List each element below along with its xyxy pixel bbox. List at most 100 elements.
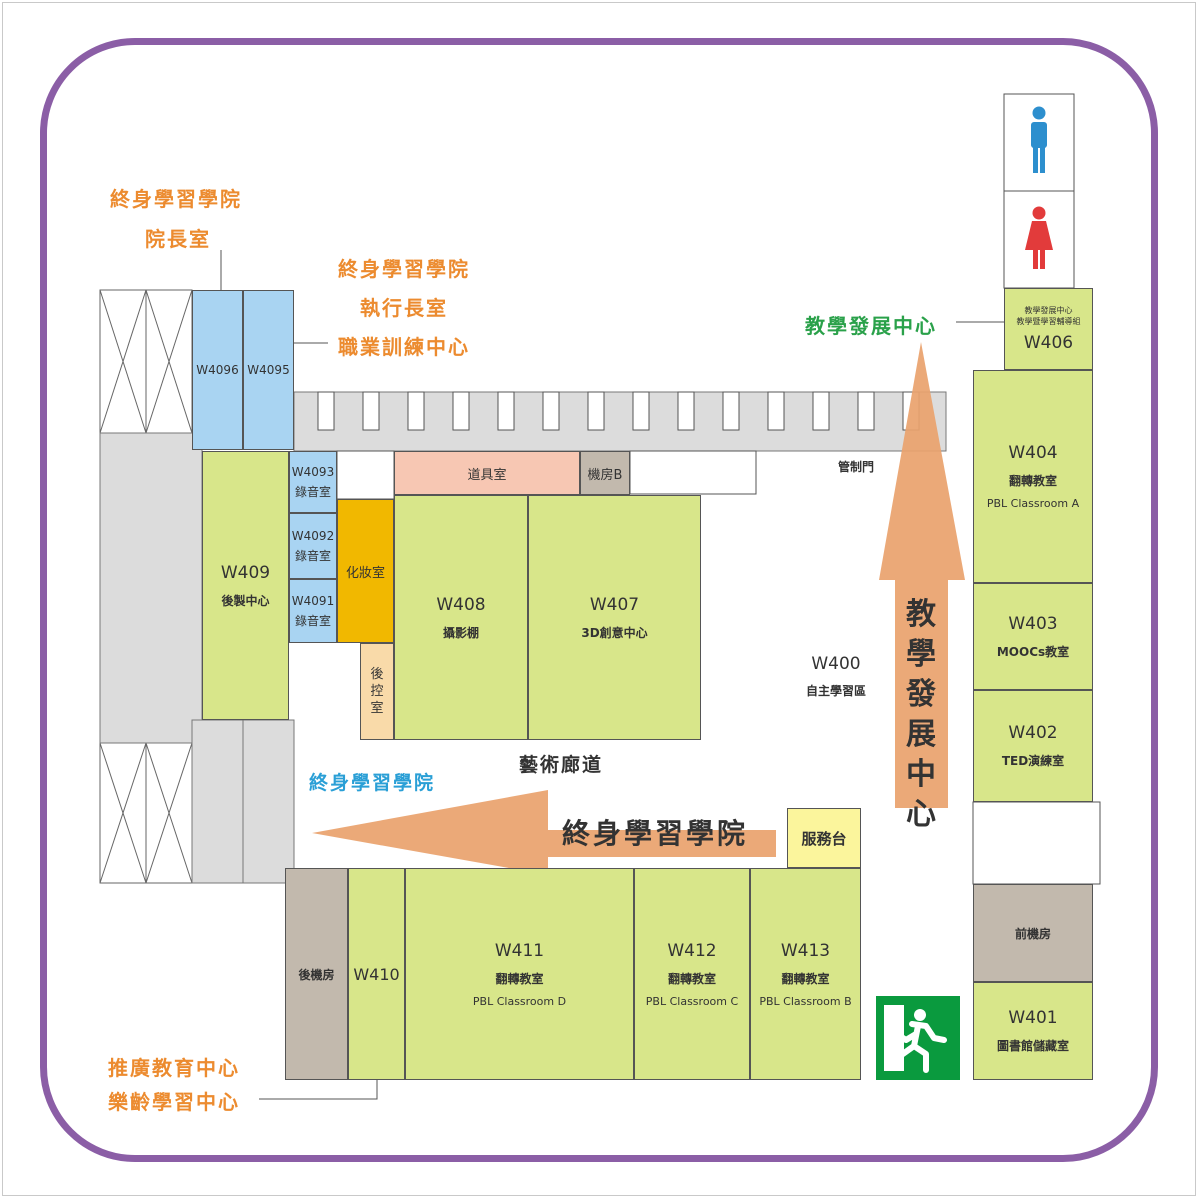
room-w4092[interactable]: W4092 錄音室 (289, 513, 337, 579)
art-corridor-label: 藝術廊道 (519, 754, 604, 776)
room-w406[interactable]: 教學發展中心 教學暨學習輔導組 W406 (1004, 288, 1093, 370)
room-w403-code: W403 (1008, 613, 1058, 634)
room-back-control-c2: 控 (370, 684, 384, 699)
corridor-windows (317, 391, 920, 431)
room-w412-name: 翻轉教室 (667, 971, 716, 986)
room-w409[interactable]: W409 後製中心 (202, 451, 289, 720)
room-w406-code: W406 (1023, 333, 1074, 353)
room-w402-name: TED演練室 (1001, 754, 1065, 768)
room-w400-name: 自主學習區 (805, 684, 866, 698)
room-w4093-code: W4093 (291, 464, 335, 479)
room-w409-name: 後製中心 (221, 593, 270, 608)
grey-block-2 (242, 719, 295, 884)
room-w400-code: W400 (811, 654, 861, 674)
room-props[interactable]: 道具室 (394, 451, 580, 495)
room-w408[interactable]: W408 攝影棚 (394, 495, 528, 740)
room-w401-code: W401 (1008, 1008, 1058, 1028)
arrow-up-char-3: 發 (906, 677, 936, 712)
room-back-machine-name: 後機房 (298, 967, 335, 982)
room-w409-code: W409 (220, 562, 271, 583)
arrow-up-shape (879, 342, 965, 808)
room-w411[interactable]: W411 翻轉教室 PBL Classroom D (405, 868, 634, 1080)
room-w412[interactable]: W412 翻轉教室 PBL Classroom C (634, 868, 750, 1080)
room-w400[interactable]: W400 自主學習區 (786, 654, 886, 699)
arrow-up-char-6: 心 (906, 797, 936, 832)
room-w4096-code: W4096 (196, 363, 239, 377)
service-desk[interactable]: 服務台 (787, 808, 861, 868)
room-w4095-code: W4095 (247, 363, 290, 377)
room-w406-name2: 教學暨學習輔導組 (1016, 317, 1081, 326)
room-w403-name: MOOCs教室 (996, 644, 1070, 659)
room-w407[interactable]: W407 3D創意中心 (528, 495, 701, 740)
exec-label-line3: 職業訓練中心 (338, 335, 470, 359)
emergency-exit-icon (876, 996, 960, 1080)
room-w407-code: W407 (589, 594, 640, 615)
room-back-control[interactable]: 後 控 室 (360, 643, 394, 740)
arrow-up-char-1: 教 (906, 597, 936, 632)
room-w4091-code: W4091 (291, 593, 335, 608)
arrow-up-char-4: 展 (906, 717, 936, 752)
arrow-up-text: 教 學 發 展 中 心 (901, 595, 941, 835)
room-w413-name: 翻轉教室 (781, 971, 830, 986)
room-w404[interactable]: W404 翻轉教室 PBL Classroom A (973, 370, 1093, 583)
arrow-up-char-5: 中 (906, 757, 936, 792)
room-w412-code: W412 (667, 940, 717, 961)
service-desk-name: 服務台 (801, 829, 847, 848)
room-w410-code: W410 (353, 964, 400, 984)
room-w4096[interactable]: W4096 (192, 290, 243, 450)
room-w411-code: W411 (494, 940, 545, 961)
map-frame (40, 38, 1158, 1162)
empty-room-small (336, 450, 395, 500)
room-w413-en: PBL Classroom B (759, 994, 852, 1008)
tdc-label: 教學發展中心 (805, 314, 937, 338)
arrow-up-char-2: 學 (906, 637, 936, 672)
room-back-control-c1: 後 (370, 667, 384, 682)
room-front-machine-name: 前機房 (1014, 926, 1051, 941)
room-w411-name: 翻轉教室 (495, 971, 544, 986)
room-w410[interactable]: W410 (348, 868, 405, 1080)
room-w404-en: PBL Classroom A (986, 497, 1080, 510)
dean-label-line2: 院長室 (145, 227, 211, 251)
room-w4093[interactable]: W4093 錄音室 (289, 451, 337, 513)
room-w408-name: 攝影棚 (442, 625, 479, 640)
room-front-machine[interactable]: 前機房 (973, 884, 1093, 982)
room-w412-en: PBL Classroom C (645, 994, 739, 1008)
room-w413[interactable]: W413 翻轉教室 PBL Classroom B (750, 868, 861, 1080)
room-w404-name: 翻轉教室 (1008, 474, 1057, 488)
left-core (99, 432, 203, 744)
room-w4092-code: W4092 (291, 528, 335, 543)
room-w4093-name: 錄音室 (294, 484, 331, 499)
top-corridor (293, 391, 947, 452)
room-w408-code: W408 (436, 594, 486, 615)
arrow-left-shape (312, 790, 776, 875)
room-w407-name: 3D創意中心 (581, 625, 648, 640)
empty-room-right (972, 801, 1101, 885)
room-makeup-name: 化妝室 (345, 565, 385, 581)
room-makeup[interactable]: 化妝室 (337, 499, 394, 643)
lifelong-blue-label: 終身學習學院 (309, 772, 436, 794)
control-door-label: 管制門 (838, 460, 875, 474)
room-machine-b-name: 機房B (587, 467, 623, 483)
room-w411-en: PBL Classroom D (472, 994, 567, 1008)
room-w404-code: W404 (1008, 443, 1058, 463)
room-w401-name: 圖書館儲藏室 (996, 1039, 1069, 1053)
room-w4091[interactable]: W4091 錄音室 (289, 579, 337, 643)
room-machine-b[interactable]: 機房B (580, 451, 630, 495)
extension-label-line1: 推廣教育中心 (108, 1056, 240, 1080)
exec-label-line2: 執行長室 (360, 296, 448, 320)
extension-label-line2: 樂齡學習中心 (108, 1090, 240, 1114)
room-props-name: 道具室 (467, 467, 507, 483)
dean-label-line1: 終身學習學院 (110, 187, 242, 211)
room-w402-code: W402 (1008, 723, 1058, 743)
room-back-machine[interactable]: 後機房 (285, 868, 348, 1080)
room-w402[interactable]: W402 TED演練室 (973, 690, 1093, 802)
room-w401[interactable]: W401 圖書館儲藏室 (973, 982, 1093, 1080)
room-back-control-c3: 室 (370, 701, 384, 716)
grey-block-1 (191, 719, 244, 884)
room-w4095[interactable]: W4095 (243, 290, 294, 450)
room-w4092-name: 錄音室 (294, 548, 331, 563)
room-w403[interactable]: W403 MOOCs教室 (973, 583, 1093, 690)
room-w413-code: W413 (780, 940, 831, 961)
